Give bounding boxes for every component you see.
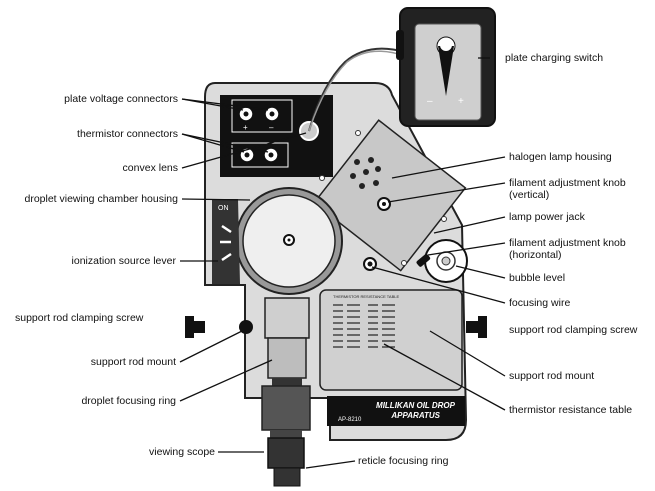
support-rod-mount-left [239, 320, 253, 334]
label-droplet-focusing-ring: droplet focusing ring [81, 395, 176, 407]
switch-plus: + [458, 96, 464, 107]
thermistor-table-rows [333, 304, 395, 348]
switch-lever [438, 46, 454, 96]
scope-mount-block [264, 297, 310, 339]
plate-plus-sign: + [243, 123, 248, 132]
switch-minus: – [427, 96, 433, 107]
thermistor-table-panel [319, 289, 463, 391]
label-viewing-scope: viewing scope [149, 446, 215, 458]
plate-connector-box [231, 99, 293, 133]
halogen-lamp-housing [312, 119, 467, 272]
model-number: AP-8210 [338, 417, 362, 423]
label-filament-knob-vertical: filament adjustment knob (vertical) [509, 177, 626, 201]
label-thermistor-connectors: thermistor connectors [77, 128, 178, 140]
thermistor-connector-box [231, 142, 289, 168]
switch-cable [308, 47, 406, 132]
label-support-rod-mount-right: support rod mount [509, 370, 595, 382]
droplet-focusing-ring [267, 337, 307, 379]
nameplate-line2: APPARATUS [390, 411, 440, 420]
filament-knob-horizontal [416, 254, 431, 267]
label-thermistor-resistance-table: thermistor resistance table [509, 404, 633, 416]
clamping-screw-left [185, 316, 205, 338]
label-lamp-power-jack: lamp power jack [509, 211, 585, 223]
label-focusing-wire: focusing wire [509, 297, 571, 309]
label-plate-voltage-connectors: plate voltage connectors [64, 93, 178, 105]
label-ionization-source-lever: ionization source lever [71, 255, 176, 267]
leader-lines [179, 57, 506, 469]
label-plate-charging-switch: plate charging switch [505, 52, 604, 64]
label-convex-lens: convex lens [122, 162, 178, 174]
plate-minus-sign: – [269, 123, 274, 132]
label-bubble-level: bubble level [509, 272, 566, 284]
label-halogen-lamp-housing: halogen lamp housing [509, 151, 612, 163]
nameplate [327, 396, 465, 426]
table-title: THERMISTOR RESISTANCE TABLE [333, 294, 399, 299]
lever-on-label: ON [218, 205, 229, 212]
clamping-screw-right [466, 316, 487, 338]
label-support-rod-clamping-screw-right: support rod clamping screw [509, 324, 638, 336]
reticle-focusing-ring [267, 437, 305, 469]
nameplate-line1: MILLIKAN OIL DROP [376, 401, 456, 410]
viewing-scope-tube [261, 385, 311, 431]
label-reticle-focusing-ring: reticle focusing ring [358, 455, 449, 467]
label-filament-knob-horizontal: filament adjustment knob (horizontal) [509, 237, 626, 261]
label-droplet-viewing-chamber-housing: droplet viewing chamber housing [24, 193, 178, 205]
label-support-rod-clamping-screw-left: support rod clamping screw [15, 312, 144, 324]
label-support-rod-mount-left: support rod mount [90, 356, 176, 368]
